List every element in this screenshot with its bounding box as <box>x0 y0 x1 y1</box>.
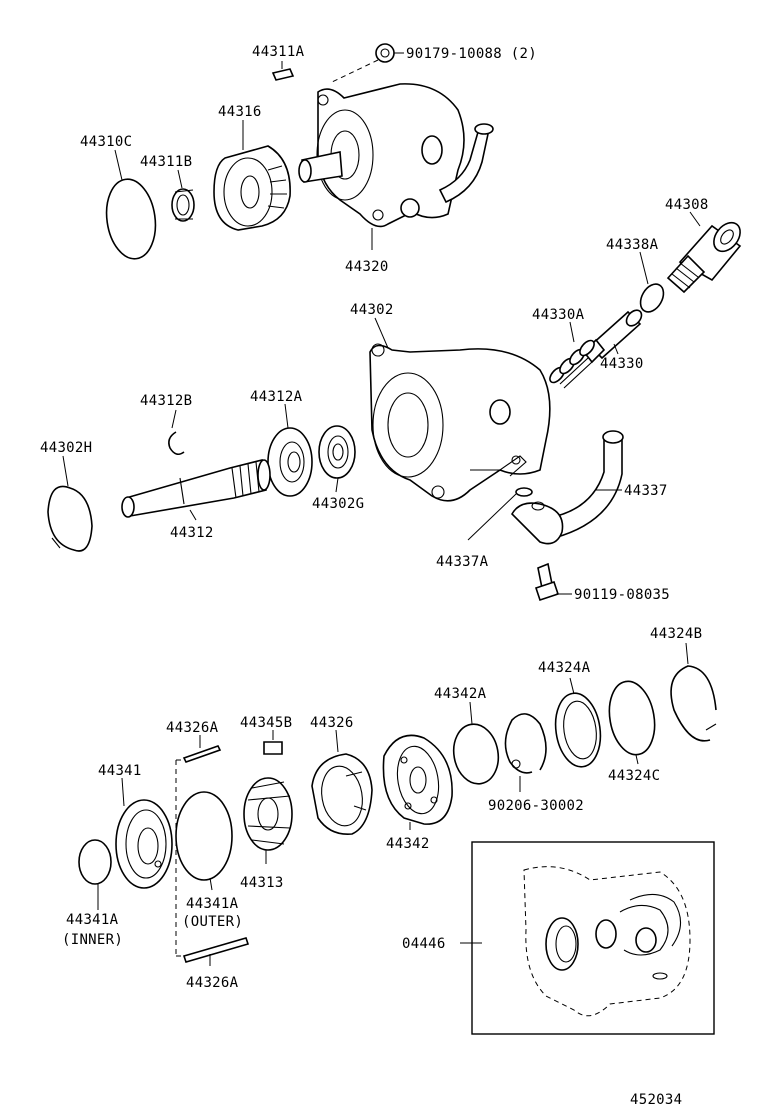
union-44308 <box>666 221 742 294</box>
label-44341a-inner-note: (INNER) <box>62 932 123 948</box>
housing-44302 <box>369 343 551 502</box>
label-44345b: 44345B <box>240 715 292 731</box>
end-plate-44324a <box>554 692 602 768</box>
rotor-44313 <box>243 777 293 851</box>
label-44311a: 44311A <box>252 44 305 60</box>
snap-ring-44324b <box>670 665 717 742</box>
spring-44330a <box>549 339 595 389</box>
label-44326a-bottom: 44326A <box>186 975 239 991</box>
o-ring-44324c <box>608 680 656 756</box>
label-44302h: 44302H <box>40 440 92 456</box>
label-44330: 44330 <box>600 356 644 372</box>
gasket-44337a <box>515 487 533 497</box>
label-44326: 44326 <box>310 715 354 731</box>
label-44341a-outer-note: (OUTER) <box>182 914 243 930</box>
label-44302g: 44302G <box>312 496 364 512</box>
label-44342: 44342 <box>386 836 430 852</box>
snap-ring-90206 <box>504 713 547 774</box>
nut-90179 <box>375 43 395 63</box>
label-44341a-outer: 44341A <box>186 896 239 912</box>
label-44324a: 44324A <box>538 660 591 676</box>
label-44337: 44337 <box>624 483 668 499</box>
flow-control-valve-44330 <box>582 309 643 364</box>
label-44302: 44302 <box>350 302 394 318</box>
kit-box-04446 <box>471 841 715 1035</box>
snap-ring-44312b <box>168 431 185 456</box>
figure-number: 452034 <box>630 1092 682 1108</box>
shaft-44312 <box>121 459 271 518</box>
bolt-90119 <box>534 562 560 602</box>
label-44338a: 44338A <box>606 237 659 253</box>
label-44341: 44341 <box>98 763 142 779</box>
label-90206-30002: 90206-30002 <box>488 798 584 814</box>
snap-ring-44302h <box>47 485 93 552</box>
o-ring-44342a <box>452 723 500 785</box>
bearing-44311b <box>171 188 195 222</box>
o-ring-44341a-outer <box>175 791 233 881</box>
label-44316: 44316 <box>218 104 262 120</box>
label-44312: 44312 <box>170 525 214 541</box>
label-44341a-inner: 44341A <box>66 912 119 928</box>
label-44312a: 44312A <box>250 389 303 405</box>
oil-seal-44302g <box>318 425 356 479</box>
side-plate-44342 <box>382 734 453 825</box>
label-44330a: 44330A <box>532 307 585 323</box>
label-90119-08035: 90119-08035 <box>574 587 670 603</box>
o-ring-44338a <box>639 283 665 313</box>
label-44342a: 44342A <box>434 686 487 702</box>
label-44326a-top: 44326A <box>166 720 219 736</box>
label-04446: 04446 <box>402 936 446 952</box>
o-ring-44310c <box>105 178 157 260</box>
label-44313: 44313 <box>240 875 284 891</box>
label-44337a: 44337A <box>436 554 489 570</box>
o-ring-44341a-inner <box>78 839 112 885</box>
key-44311a <box>271 68 295 81</box>
pin-44326a-top <box>182 745 222 763</box>
union-pipe-44337 <box>511 430 624 545</box>
label-90179-10088: 90179-10088 (2) <box>406 46 537 62</box>
label-44312b: 44312B <box>140 393 192 409</box>
label-44324b: 44324B <box>650 626 702 642</box>
pin-44326a-bottom <box>182 937 250 963</box>
label-44308: 44308 <box>665 197 709 213</box>
pump-assembly-44320 <box>298 83 494 228</box>
label-44310c: 44310C <box>80 134 132 150</box>
label-44320: 44320 <box>345 259 389 275</box>
cam-ring-44326 <box>311 753 373 835</box>
front-plate-44341 <box>115 799 173 889</box>
label-44311b: 44311B <box>140 154 192 170</box>
cam-ring-44316 <box>213 145 291 231</box>
label-44324c: 44324C <box>608 768 660 784</box>
bearing-44312a <box>267 427 313 497</box>
vane-44345b <box>263 741 283 755</box>
